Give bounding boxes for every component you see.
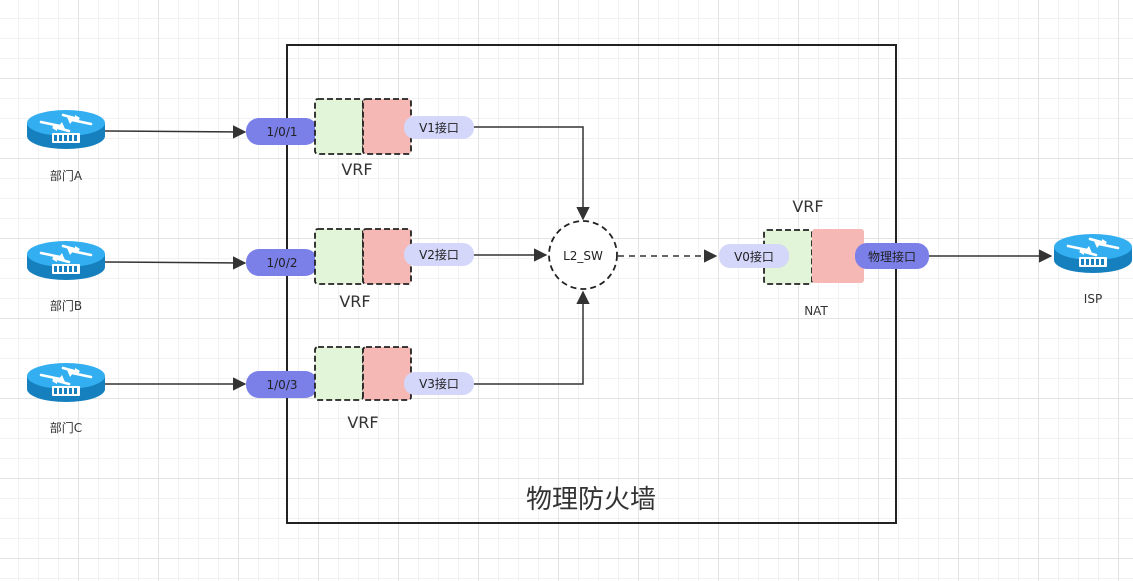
nat-label: NAT xyxy=(804,304,828,318)
edge-v3-switch xyxy=(474,290,590,385)
nat-vrf-label: VRF xyxy=(792,197,823,216)
vrf-3-red-block xyxy=(362,346,412,401)
port-1-0-1-label: 1/0/1 xyxy=(267,125,298,139)
vif-0 xyxy=(719,244,789,268)
vif-2 xyxy=(404,243,474,266)
vrf-1-label: VRF xyxy=(341,160,372,179)
port-1-0-2 xyxy=(246,249,318,276)
edge-dept-a-port xyxy=(104,125,247,139)
router-icon xyxy=(25,239,107,282)
router-icon xyxy=(25,361,107,404)
vrf-3-label: VRF xyxy=(347,413,378,432)
department-a-label: 部门A xyxy=(50,168,83,183)
vrf-2-red-block xyxy=(362,228,412,285)
vrf-1-green-block xyxy=(314,98,364,155)
vrf-3-green-block xyxy=(314,346,364,401)
firewall-label: 物理防火墙 xyxy=(526,485,656,515)
firewall-box xyxy=(286,44,897,524)
vrf-2-label: VRF xyxy=(339,292,370,311)
vif-2-label: V2接口 xyxy=(419,247,459,262)
port-1-0-3 xyxy=(246,371,318,398)
physical-interface-label: 物理接口 xyxy=(868,249,916,264)
department-c-label: 部门C xyxy=(50,420,82,435)
router-icon xyxy=(1052,232,1133,275)
vif-1-label: V1接口 xyxy=(419,120,459,135)
edge-dept-b-port xyxy=(104,256,247,270)
router-icon xyxy=(25,108,107,151)
port-1-0-1 xyxy=(246,118,318,145)
edge-v1-switch xyxy=(474,126,590,221)
vrf-1-red-block xyxy=(362,98,412,155)
vif-3-label: V3接口 xyxy=(419,376,459,391)
physical-interface xyxy=(855,243,929,269)
l2-switch xyxy=(548,220,618,290)
vif-3 xyxy=(404,372,474,395)
vrf-2-green-block xyxy=(314,228,364,285)
vif-1 xyxy=(404,116,474,139)
port-1-0-3-label: 1/0/3 xyxy=(267,378,298,392)
isp-label: ISP xyxy=(1084,292,1102,306)
department-b-label: 部门B xyxy=(50,298,82,313)
nat-vrf-red-block xyxy=(812,229,864,283)
vif-0-label: V0接口 xyxy=(734,249,774,264)
port-1-0-2-label: 1/0/2 xyxy=(267,256,298,270)
l2-switch-label: L2_SW xyxy=(563,249,603,263)
